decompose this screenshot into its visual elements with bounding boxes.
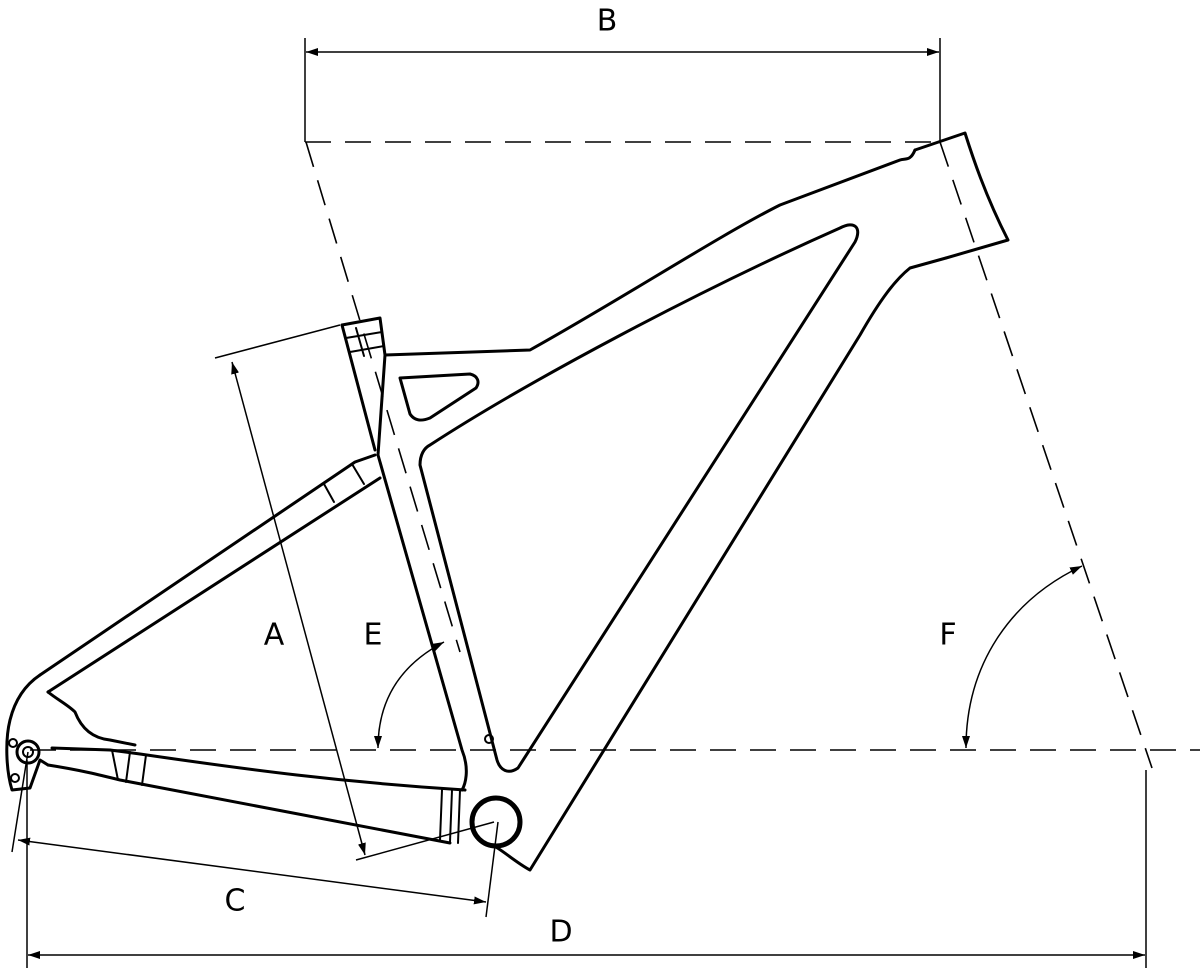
dropout-inner <box>46 690 137 747</box>
seat-stay-band <box>351 463 365 485</box>
construction-lines <box>30 141 1200 769</box>
seat-clamp-line <box>355 327 365 357</box>
dimension-c-extension <box>11 751 29 853</box>
label-c: C <box>225 884 246 919</box>
seat-stay-upper <box>38 453 377 677</box>
dimension-d <box>26 760 1147 968</box>
bike-frame <box>5 131 1010 872</box>
seat-tube-axis-dashed-line <box>305 141 461 653</box>
angle-e-arc <box>374 641 445 749</box>
seat-clamp-line <box>349 345 385 353</box>
angle-f <box>962 565 1083 749</box>
bottle-mount-hole <box>484 734 494 744</box>
head-tube <box>913 131 1010 260</box>
seat-stay-band <box>323 483 335 503</box>
label-f: F <box>939 618 956 653</box>
chain-stay-band <box>141 754 147 786</box>
dimension-a-extension <box>214 324 341 359</box>
main-triangle-inner <box>418 223 860 773</box>
angle-f-arc <box>962 565 1083 749</box>
bottom-bracket <box>469 795 523 849</box>
rear-axle-inner <box>22 746 34 758</box>
rear-dropout <box>5 673 50 792</box>
seat-tube-outer <box>340 316 468 792</box>
dimension-b <box>304 38 941 142</box>
dropout-hole <box>10 773 20 783</box>
head-tube-axis-dashed-line <box>939 141 1153 769</box>
chain-stay-lower <box>46 763 452 845</box>
chain-stay-band <box>125 751 131 783</box>
chain-stay-band <box>457 789 461 844</box>
dimension-c-extension <box>485 821 499 918</box>
label-d: D <box>549 915 572 950</box>
rear-axle <box>15 739 41 765</box>
angle-e <box>374 641 445 749</box>
top-tube <box>383 148 917 357</box>
chain-stay-band <box>439 789 443 841</box>
gusset-window <box>398 372 480 422</box>
dropout-hole <box>8 738 18 748</box>
seat-tube-left <box>340 323 377 452</box>
label-b: B <box>597 4 618 39</box>
chain-stay-upper <box>50 746 467 792</box>
dimension-a-arrow-line <box>231 361 366 856</box>
seat-clamp-line <box>345 331 383 339</box>
seat-stay-lower <box>46 476 382 694</box>
dimension-c <box>11 751 499 918</box>
label-e: E <box>364 618 383 653</box>
dimension-c-arrow-line <box>17 837 487 905</box>
chain-stay-band <box>111 749 119 781</box>
down-tube-outer <box>490 256 948 872</box>
label-a: A <box>264 618 285 653</box>
